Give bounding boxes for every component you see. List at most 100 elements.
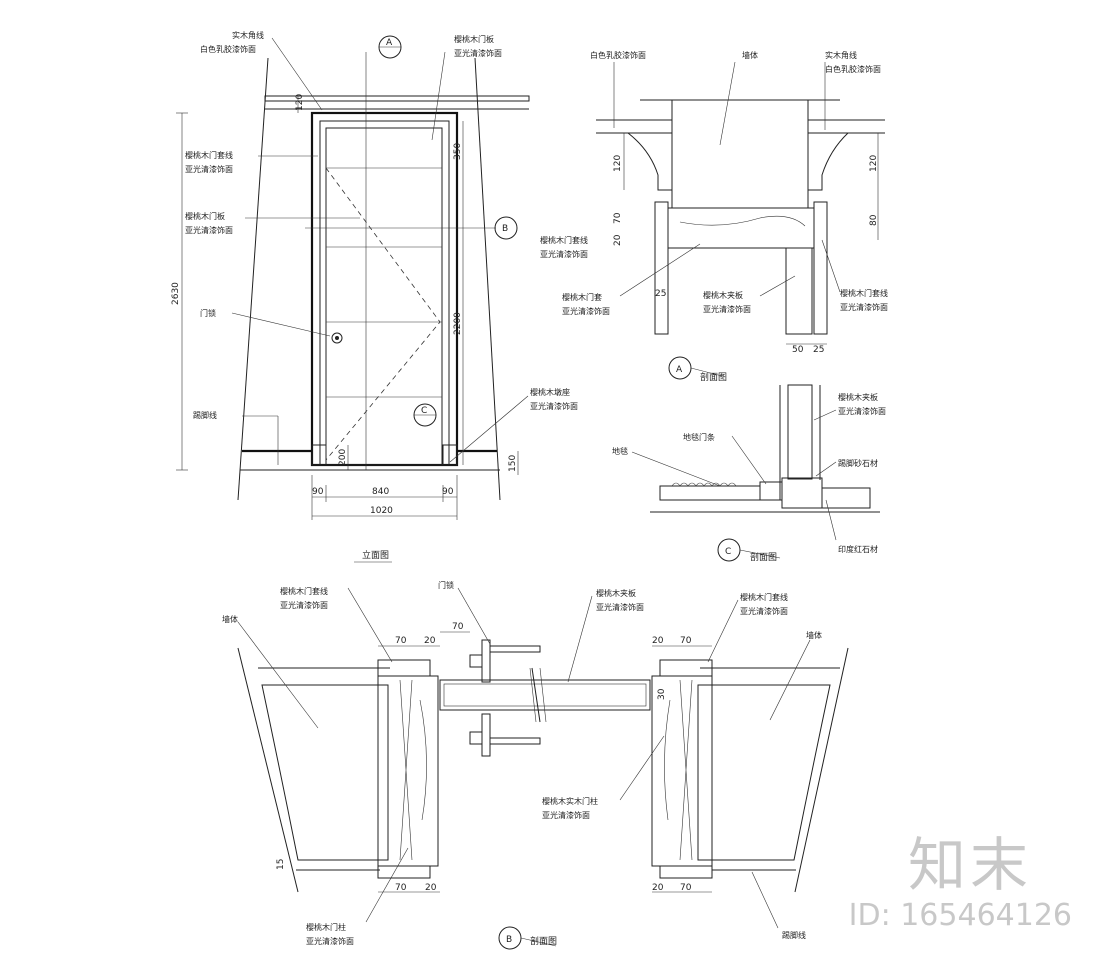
label-c-floor-stone: 印度红石材 (838, 544, 878, 554)
wall-outline-right (794, 647, 849, 893)
svg-text:C: C (725, 547, 731, 557)
watermark-logo: 知末 (907, 831, 1032, 899)
label-b-wall-right: 墙体 (806, 630, 822, 640)
dim-b-70-tr: 70 (680, 636, 692, 646)
dim-b-20-br: 20 (652, 883, 664, 893)
label-a-jamb-1: 樱桃木门套 (562, 292, 602, 302)
leader-line (231, 312, 331, 337)
dim-a-120-right: 120 (869, 155, 879, 172)
dim-120-top: 120 (295, 94, 305, 111)
wall-edge-left (237, 57, 269, 501)
label-b-baseboard: 踢脚线 (782, 930, 806, 940)
label-b-solid-jamb-2: 亚光清漆饰面 (542, 810, 590, 820)
cornice-profile-right (807, 132, 850, 191)
callout-c-elevation: C (413, 403, 437, 427)
dim-a-120-left: 120 (613, 155, 623, 172)
dim-b-15: 15 (276, 859, 286, 870)
label-b-casing-right-2: 亚光清漆饰面 (740, 606, 788, 616)
casing-left-profile (654, 201, 669, 335)
casing-right-bottom (659, 865, 713, 879)
leader-line (431, 51, 446, 141)
jamb-left (377, 675, 439, 867)
label-c-stone-base: 踢脚砂石材 (838, 458, 878, 468)
door-lock-icon (331, 332, 343, 344)
label-door-cover-1: 樱桃木门板 (454, 34, 494, 44)
label-a-panel-2: 亚光清漆饰面 (703, 304, 751, 314)
label-a-casing-right-1: 樱桃木门套线 (840, 288, 888, 298)
leader-line (271, 37, 323, 111)
door-leaf-section (439, 679, 651, 711)
label-b-door-post-1: 樱桃木门柱 (306, 922, 346, 932)
door-leaf (325, 127, 443, 466)
dim-b-70-bl: 70 (395, 883, 407, 893)
dim-b-70-tl: 70 (395, 636, 407, 646)
door-base-block-right (442, 444, 458, 466)
label-trim-1: 实木角线 (232, 30, 264, 40)
section-c-view: 地毯 地毯门条 樱桃木夹板 亚光清漆饰面 踢脚砂石材 印度红石材 C 剖面图 (612, 384, 886, 563)
wall-block-hatched (671, 99, 809, 209)
elevation-title: 立面图 (362, 549, 389, 561)
label-c-panel-2: 亚光清漆饰面 (838, 406, 886, 416)
casing-left-bottom (377, 865, 431, 879)
casing-left-top (377, 659, 431, 677)
wall-right-hatched (697, 684, 831, 861)
dim-2200: 2200 (453, 312, 463, 335)
label-b-wall-left: 墙体 (222, 614, 238, 624)
callout-a-elevation: A (378, 35, 402, 59)
cornice-profile-left (626, 132, 673, 191)
label-a-cornice-2: 白色乳胶漆饰面 (825, 64, 881, 74)
stone-base (781, 477, 823, 509)
dim-350: 350 (453, 143, 463, 160)
callout-b-elevation: B (305, 216, 518, 240)
dim-b-20-bl: 20 (425, 883, 437, 893)
jamb-right (651, 675, 713, 867)
label-a-wall: 墙体 (742, 50, 758, 60)
watermark-id: ID: 165464126 (848, 898, 1072, 933)
elevation-view: A B C 实木角线 白色乳胶漆饰面 樱桃木门板 亚光清漆饰面 樱桃木门套线 亚… (171, 30, 578, 563)
dim-200: 200 (338, 449, 348, 466)
wall-edge-right (474, 57, 501, 501)
label-b-casing-right-1: 樱桃木门套线 (740, 592, 788, 602)
label-a-panel-1: 樱桃木夹板 (703, 290, 743, 300)
dim-b-70-mid: 70 (452, 622, 464, 632)
svg-text:B: B (506, 935, 512, 945)
door-panel-bottom (787, 384, 813, 480)
dim-840: 840 (372, 487, 389, 497)
svg-text:A: A (386, 38, 393, 48)
label-a-casing-left-1: 樱桃木门套线 (540, 235, 588, 245)
callout-a-section: A (668, 356, 723, 380)
label-a-cornice-1: 实木角线 (825, 50, 857, 60)
section-b-view: 70 20 70 20 70 30 15 70 20 20 70 墙体 樱桃木门… (222, 580, 849, 950)
section-b-title: 剖面图 (530, 935, 557, 947)
label-b-casing-left-1: 樱桃木门套线 (280, 586, 328, 596)
svg-text:C: C (421, 406, 427, 416)
wood-grain (679, 215, 806, 227)
dim-2630: 2630 (171, 282, 181, 305)
label-trim-2: 白色乳胶漆饰面 (200, 44, 256, 54)
label-casing-1: 樱桃木门套线 (185, 150, 233, 160)
door-swing-indicator (325, 167, 441, 461)
label-a-paint: 白色乳胶漆饰面 (590, 50, 646, 60)
dim-1020: 1020 (370, 506, 393, 516)
door-panel-section (785, 247, 813, 335)
label-c-panel-1: 樱桃木夹板 (838, 392, 878, 402)
callout-b-section: B (498, 926, 557, 950)
label-c-threshold: 地毯门条 (683, 432, 715, 442)
dim-90-right: 90 (442, 487, 454, 497)
svg-text:B: B (502, 224, 508, 234)
floor-stone (821, 487, 871, 509)
label-casing-2: 亚光清漆饰面 (185, 164, 233, 174)
cornice-trim (264, 95, 530, 102)
dim-b-70-br: 70 (680, 883, 692, 893)
casing-right-top (659, 659, 713, 677)
dim-b-30: 30 (657, 688, 667, 700)
label-panel-2: 亚光清漆饰面 (185, 225, 233, 235)
label-a-jamb-2: 亚光清漆饰面 (562, 306, 610, 316)
wall-outline-left (237, 647, 299, 893)
label-a-casing-left-2: 亚光清漆饰面 (540, 249, 588, 259)
label-panel-1: 樱桃木门板 (185, 211, 225, 221)
label-a-casing-right-2: 亚光清漆饰面 (840, 302, 888, 312)
label-base-block-2: 亚光清漆饰面 (530, 401, 578, 411)
casing-right-profile (813, 201, 828, 335)
